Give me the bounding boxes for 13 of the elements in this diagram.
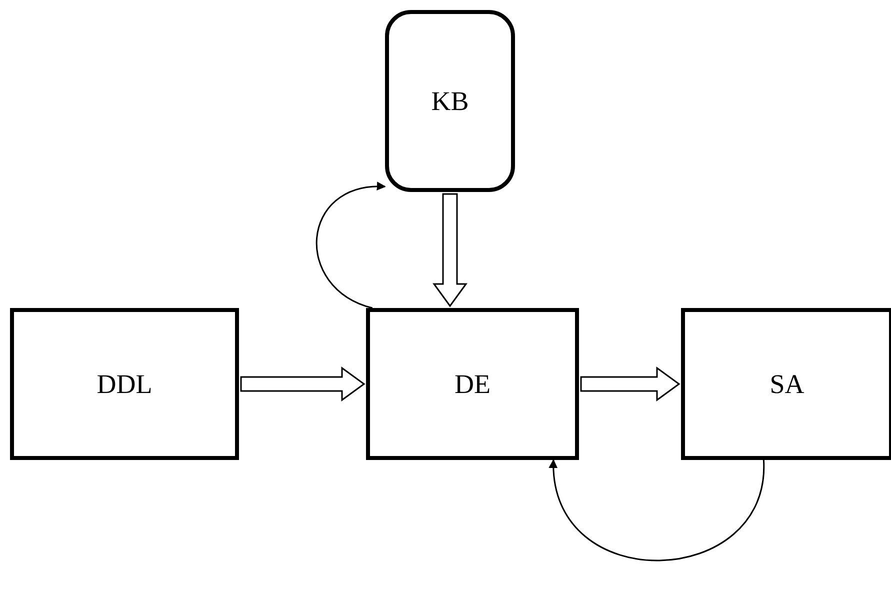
block-arrow [432, 193, 468, 308]
rounded-box [385, 10, 515, 192]
node-label: KB [431, 86, 469, 116]
block-arrow [580, 366, 680, 402]
node-label: DDL [96, 368, 152, 400]
process-box [366, 308, 579, 460]
curved-arrow [316, 182, 386, 309]
node-label: SA [770, 368, 804, 400]
process-box [10, 308, 239, 460]
block-arrow [240, 366, 366, 402]
process-box [681, 308, 891, 460]
curved-arrow [550, 459, 764, 562]
node-label: DE [454, 368, 490, 400]
